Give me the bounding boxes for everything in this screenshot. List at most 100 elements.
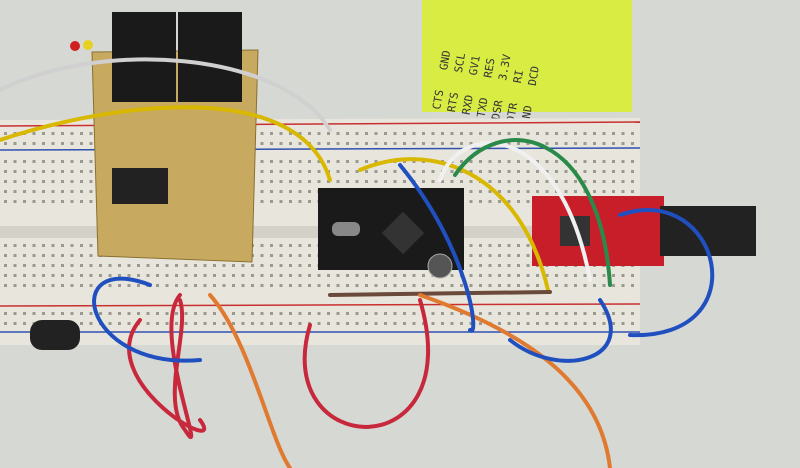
breadboard-hole bbox=[450, 322, 454, 325]
breadboard-hole bbox=[431, 284, 435, 287]
jumper-wires bbox=[0, 57, 715, 468]
breadboard-hole bbox=[270, 284, 273, 287]
breadboard-hole bbox=[498, 284, 501, 287]
breadboard-hole bbox=[488, 170, 492, 173]
breadboard-hole bbox=[460, 180, 463, 183]
breadboard-hole bbox=[232, 322, 235, 325]
breadboard-hole bbox=[526, 160, 530, 163]
breadboard-hole bbox=[23, 200, 26, 203]
breadboard-hole bbox=[545, 312, 549, 315]
breadboard-hole bbox=[327, 312, 330, 315]
breadboard-hole bbox=[232, 274, 235, 277]
breadboard-hole bbox=[593, 284, 596, 287]
breadboard-hole bbox=[108, 312, 112, 315]
breadboard-hole bbox=[13, 274, 17, 277]
breadboard-hole bbox=[4, 264, 7, 267]
breadboard-hole bbox=[213, 312, 216, 315]
breadboard-hole bbox=[61, 312, 64, 315]
breadboard-hole bbox=[412, 160, 416, 163]
breadboard-hole bbox=[517, 142, 520, 145]
breadboard-hole bbox=[213, 284, 216, 287]
breadboard-hole bbox=[536, 180, 539, 183]
breadboard-hole bbox=[203, 274, 207, 277]
breadboard-hole bbox=[498, 254, 501, 257]
breadboard-hole bbox=[289, 274, 292, 277]
breadboard-hole bbox=[270, 200, 273, 203]
breadboard-hole bbox=[460, 312, 463, 315]
breadboard-hole bbox=[583, 170, 587, 173]
breadboard-hole bbox=[536, 274, 539, 277]
breadboard-hole bbox=[137, 284, 140, 287]
breadboard-hole bbox=[308, 190, 311, 193]
breadboard-hole bbox=[488, 264, 492, 267]
breadboard-hole bbox=[289, 200, 292, 203]
breadboard-hole bbox=[127, 284, 131, 287]
breadboard-hole bbox=[422, 284, 425, 287]
breadboard-hole bbox=[270, 322, 273, 325]
breadboard-hole bbox=[51, 160, 55, 163]
breadboard-hole bbox=[13, 322, 17, 325]
breadboard-hole bbox=[545, 142, 549, 145]
breadboard-hole bbox=[279, 180, 283, 183]
breadboard-hole bbox=[260, 190, 264, 193]
breadboard-hole bbox=[89, 142, 93, 145]
breadboard-hole bbox=[70, 284, 74, 287]
breadboard-hole bbox=[298, 142, 302, 145]
breadboard-hole bbox=[51, 190, 55, 193]
breadboard-hole bbox=[517, 170, 520, 173]
breadboard-hole bbox=[526, 142, 530, 145]
breadboard-hole bbox=[384, 180, 387, 183]
breadboard-hole bbox=[327, 142, 330, 145]
breadboard-hole bbox=[4, 160, 7, 163]
breadboard-hole bbox=[270, 142, 273, 145]
breadboard-hole bbox=[545, 274, 549, 277]
breadboard-hole bbox=[545, 190, 549, 193]
breadboard-hole bbox=[203, 284, 207, 287]
breadboard-hole bbox=[298, 200, 302, 203]
breadboard-hole bbox=[469, 190, 473, 193]
breadboard-hole bbox=[526, 254, 530, 257]
breadboard-hole bbox=[308, 264, 311, 267]
breadboard-hole bbox=[127, 322, 131, 325]
breadboard-hole bbox=[441, 284, 444, 287]
breadboard-hole bbox=[70, 244, 74, 247]
breadboard-hole bbox=[517, 274, 520, 277]
breadboard-hole bbox=[317, 322, 321, 325]
breadboard-hole bbox=[260, 132, 264, 135]
breadboard-hole bbox=[308, 254, 311, 257]
breadboard-hole bbox=[422, 132, 425, 135]
breadboard-hole bbox=[365, 284, 368, 287]
breadboard-hole bbox=[431, 180, 435, 183]
breadboard-hole bbox=[51, 142, 55, 145]
breadboard-hole bbox=[612, 132, 615, 135]
breadboard-hole bbox=[384, 170, 387, 173]
breadboard-hole bbox=[184, 264, 188, 267]
breadboard-hole bbox=[308, 170, 311, 173]
breadboard-hole bbox=[165, 274, 169, 277]
breadboard-hole bbox=[222, 322, 226, 325]
breadboard-hole bbox=[593, 322, 596, 325]
breadboard-hole bbox=[165, 322, 169, 325]
breadboard-hole bbox=[108, 264, 112, 267]
breadboard-hole bbox=[593, 160, 596, 163]
breadboard-hole bbox=[289, 312, 292, 315]
breadboard-hole bbox=[479, 244, 482, 247]
breadboard-hole bbox=[70, 312, 74, 315]
breadboard-hole bbox=[260, 160, 264, 163]
breadboard-hole bbox=[469, 160, 473, 163]
breadboard-hole bbox=[412, 274, 416, 277]
breadboard-hole bbox=[222, 284, 226, 287]
breadboard-hole bbox=[42, 180, 45, 183]
breadboard-hole bbox=[23, 312, 26, 315]
breadboard-hole bbox=[564, 132, 568, 135]
led-red bbox=[70, 41, 80, 51]
breadboard-hole bbox=[99, 274, 102, 277]
breadboard-hole bbox=[441, 180, 444, 183]
note-label: DCD bbox=[526, 65, 542, 87]
breadboard-hole bbox=[194, 274, 197, 277]
breadboard-hole bbox=[241, 312, 245, 315]
breadboard-hole bbox=[127, 264, 131, 267]
breadboard-hole bbox=[4, 244, 7, 247]
breadboard-hole bbox=[279, 284, 283, 287]
breadboard-hole bbox=[61, 170, 64, 173]
